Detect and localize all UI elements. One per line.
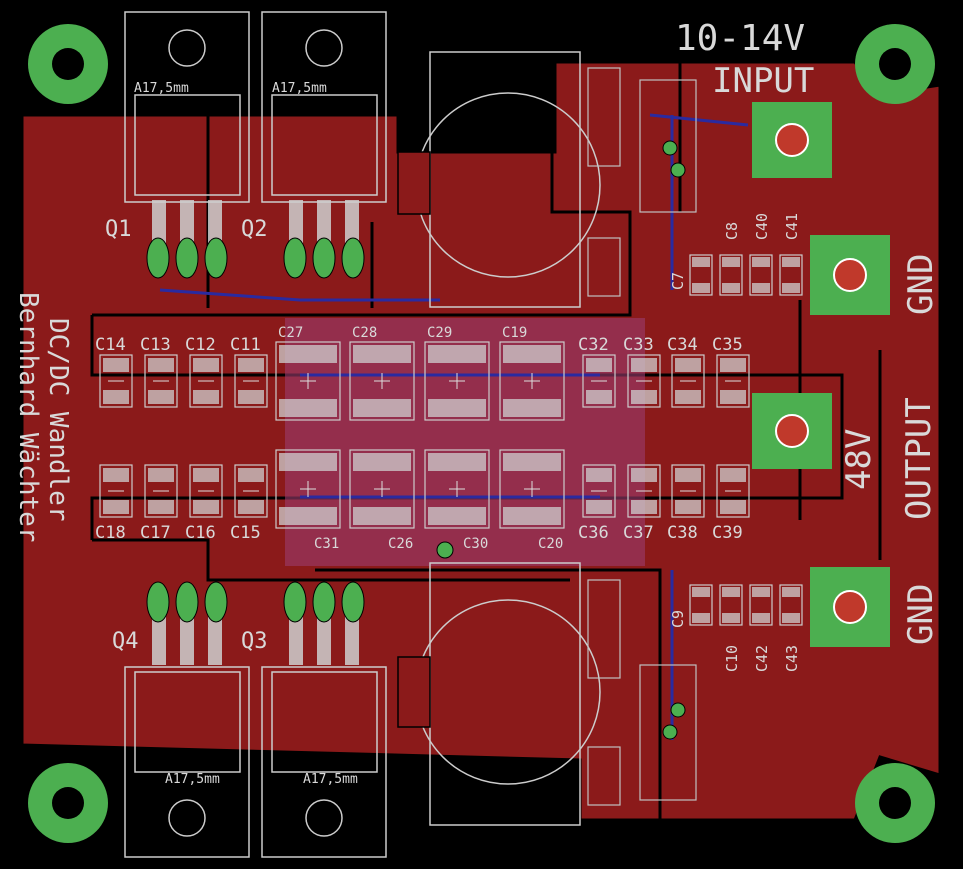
cap-label-c39: C39 xyxy=(712,523,743,543)
capacitor-c29 xyxy=(424,341,490,421)
heatsink-q4 xyxy=(124,666,250,858)
capacitor-c11 xyxy=(234,354,268,408)
capacitor-c18 xyxy=(99,464,133,518)
capacitor-c19 xyxy=(499,341,565,421)
silkscreen-text: 10-14V INPUT 48V OUTPUT GND GND DC/DC Wa… xyxy=(13,18,941,787)
cap-label-c9: C9 xyxy=(669,610,687,628)
gnd-bottom-label: GND xyxy=(901,584,941,645)
capacitor-c41 xyxy=(779,254,803,296)
cap-label-c36: C36 xyxy=(578,523,609,543)
cap-label-c31: C31 xyxy=(314,536,339,552)
capacitor-c39 xyxy=(716,464,750,518)
cap-label-c13: C13 xyxy=(140,335,171,355)
capacitor-c36 xyxy=(582,464,616,518)
transistor-label-q3: Q3 xyxy=(241,629,268,654)
cap-label-c26: C26 xyxy=(388,536,413,552)
heatsink-label-q3: A17,5mm xyxy=(303,772,358,787)
capacitor-c12 xyxy=(189,354,223,408)
capacitor-c13 xyxy=(144,354,178,408)
cap-label-c20: C20 xyxy=(538,536,563,552)
capacitor-c10 xyxy=(719,584,743,626)
capacitor-c20 xyxy=(499,449,565,529)
capacitor-c14 xyxy=(99,354,133,408)
cap-label-c30: C30 xyxy=(463,536,488,552)
heatsink-q3 xyxy=(261,666,387,858)
cap-label-c34: C34 xyxy=(667,335,698,355)
capacitor-c8 xyxy=(719,254,743,296)
capacitor-c38 xyxy=(671,464,705,518)
mount-hole-top-right xyxy=(855,24,935,104)
capacitor-c27 xyxy=(275,341,341,421)
cap-label-c43: C43 xyxy=(783,645,801,672)
capacitor-c37 xyxy=(627,464,661,518)
capacitor-c35 xyxy=(716,354,750,408)
capacitor-c30 xyxy=(424,449,490,529)
cap-label-c18: C18 xyxy=(95,523,126,543)
gnd-top-label: GND xyxy=(901,254,941,315)
heatsink-label-q4: A17,5mm xyxy=(165,772,220,787)
transistor-pads xyxy=(146,200,365,665)
author-label: Bernhard Wächter xyxy=(13,292,43,542)
cap-label-c10: C10 xyxy=(723,645,741,672)
cap-label-c28: C28 xyxy=(352,325,377,341)
cap-label-c12: C12 xyxy=(185,335,216,355)
vias xyxy=(436,140,686,740)
capacitor-c33 xyxy=(627,354,661,408)
cap-label-c38: C38 xyxy=(667,523,698,543)
inductors xyxy=(397,51,601,826)
capacitor-c28 xyxy=(349,341,415,421)
capacitor-c34 xyxy=(671,354,705,408)
input-label: INPUT xyxy=(712,61,814,101)
cap-label-c35: C35 xyxy=(712,335,743,355)
transistor-label-q4: Q4 xyxy=(112,629,139,654)
capacitor-c9 xyxy=(689,584,713,626)
capacitor-c7 xyxy=(689,254,713,296)
capacitor-c15 xyxy=(234,464,268,518)
capacitor-c16 xyxy=(189,464,223,518)
cap-label-c8: C8 xyxy=(723,222,741,240)
cap-label-c40: C40 xyxy=(753,213,771,240)
diodes xyxy=(587,67,697,806)
cap-label-c33: C33 xyxy=(623,335,654,355)
output-label: OUTPUT xyxy=(899,397,939,520)
cap-label-c37: C37 xyxy=(623,523,654,543)
cap-label-c41: C41 xyxy=(783,213,801,240)
large-capacitors xyxy=(275,341,565,529)
capacitor-c43 xyxy=(779,584,803,626)
connector-capacitors xyxy=(689,254,803,626)
small-capacitors xyxy=(99,354,750,518)
capacitor-c26 xyxy=(349,449,415,529)
cap-label-c11: C11 xyxy=(230,335,261,355)
cap-label-c17: C17 xyxy=(140,523,171,543)
capacitor-c42 xyxy=(749,584,773,626)
capacitor-c17 xyxy=(144,464,178,518)
mount-hole-bottom-right xyxy=(855,763,935,843)
input-voltage-label: 10-14V xyxy=(675,18,805,59)
cap-label-c19: C19 xyxy=(502,325,527,341)
cap-label-c32: C32 xyxy=(578,335,609,355)
cap-label-c42: C42 xyxy=(753,645,771,672)
title-label: DC/DC Wandler xyxy=(43,318,73,522)
mount-hole-top-left xyxy=(28,24,108,104)
mounting-holes xyxy=(28,24,935,843)
cap-label-c14: C14 xyxy=(95,335,126,355)
transistor-label-q2: Q2 xyxy=(241,217,268,242)
cap-label-c29: C29 xyxy=(427,325,452,341)
output-voltage-label: 48V xyxy=(839,429,879,490)
capacitor-c31 xyxy=(275,449,341,529)
heatsink-label-q1: A17,5mm xyxy=(134,81,189,96)
heatsink-label-q2: A17,5mm xyxy=(272,81,327,96)
cap-label-c7: C7 xyxy=(669,272,687,290)
transistor-label-q1: Q1 xyxy=(105,217,132,242)
capacitor-c40 xyxy=(749,254,773,296)
cap-label-c15: C15 xyxy=(230,523,261,543)
cap-label-c16: C16 xyxy=(185,523,216,543)
cap-label-c27: C27 xyxy=(278,325,303,341)
mount-hole-bottom-left xyxy=(28,763,108,843)
capacitor-c32 xyxy=(582,354,616,408)
power-pads xyxy=(752,102,890,647)
